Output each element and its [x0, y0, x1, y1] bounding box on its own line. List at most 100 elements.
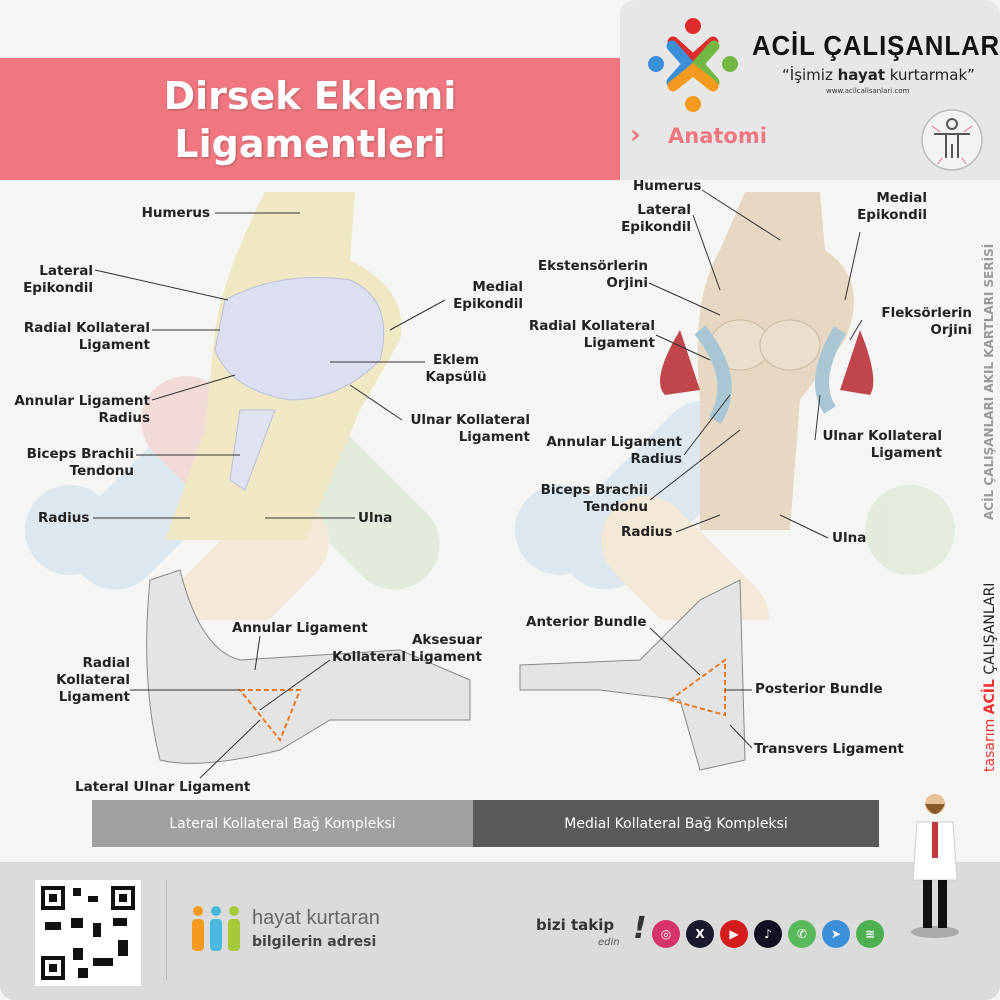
label-ulna: Ulna: [358, 510, 393, 526]
label-humerus-r: Humerus: [633, 178, 702, 194]
label-line: Kapsülü: [425, 369, 487, 385]
follow-mark: !: [633, 911, 647, 946]
instagram-icon[interactable]: ◎: [652, 920, 680, 948]
x-icon[interactable]: X: [686, 920, 714, 948]
anterior-elbow-left: [165, 192, 402, 540]
label-line: Radial Kollateral: [528, 318, 655, 334]
label-line: Kollateral: [56, 672, 130, 688]
tiktok-icon[interactable]: ♪: [754, 920, 782, 948]
slogan-line-2: bilgilerin adresi: [252, 934, 377, 950]
label-line: Medial: [472, 279, 523, 295]
lateral-view-elbow: [146, 569, 471, 764]
follow-text: bizi takip: [536, 916, 615, 934]
brand-url[interactable]: www.acilcalisanlari.com: [826, 87, 910, 95]
motto-pre: “İşimiz: [782, 66, 838, 84]
label-line: Lateral: [637, 202, 691, 218]
whatsapp-icon[interactable]: ✆: [788, 920, 816, 948]
medial-view-elbow: [519, 579, 746, 771]
label-line: Eklem: [432, 352, 480, 368]
label-line: Ulnar Kollateral: [410, 412, 530, 428]
label-radius-r: Radius: [621, 524, 673, 540]
anterior-elbow-right: [660, 192, 874, 530]
label-transvers-ligament: Transvers Ligament: [754, 741, 904, 757]
label-line: Epikondil: [621, 219, 691, 235]
brand-logo-icon: [648, 18, 738, 112]
chevron-right-icon: ›: [630, 120, 641, 150]
label-line: Ligament: [458, 429, 530, 445]
body-anatomy-icon: [921, 109, 983, 171]
label-line: Kollateral Ligament: [332, 649, 482, 665]
label-posterior-bundle: Posterior Bundle: [755, 681, 883, 697]
label-radius: Radius: [38, 510, 90, 526]
label-line: Tendonu: [583, 499, 648, 515]
label-line: Orjini: [930, 322, 972, 338]
label-line: Fleksörlerin: [881, 305, 972, 321]
label-line: Biceps Brachii: [26, 446, 134, 462]
brand-name: ACİL ÇALIŞANLARI: [752, 30, 1000, 61]
label-line: Aksesuar: [411, 632, 482, 648]
label-line: Ligament: [583, 335, 655, 351]
label-annular-ligament: Annular Ligament: [232, 620, 368, 636]
label-line: Radius: [630, 451, 682, 467]
medial-complex-bar: Medial Kollateral Bağ Kompleksi: [473, 800, 879, 847]
follow-text-2: edin: [598, 937, 620, 948]
label-line: Epikondil: [23, 280, 93, 296]
brand-motto: “İşimiz hayat kurtarmak”: [782, 66, 975, 84]
label-line: Biceps Brachii: [540, 482, 648, 498]
anatomy-illustrations: [93, 189, 874, 779]
title-line-2: Ligamentleri: [174, 122, 446, 166]
label-ulna-r: Ulna: [832, 530, 867, 546]
label-line: Annular Ligament: [14, 393, 150, 409]
lateral-complex-bar: Lateral Kollateral Bağ Kompleksi: [92, 800, 473, 847]
footer-divider: [166, 880, 167, 980]
youtube-icon[interactable]: ▶: [720, 920, 748, 948]
label-anterior-bundle: Anterior Bundle: [526, 614, 647, 630]
leader-lines: [93, 189, 863, 779]
label-line: Radius: [98, 410, 150, 426]
label-line: Epikondil: [857, 207, 927, 223]
label-line: Radial: [82, 655, 130, 671]
label-humerus: Humerus: [141, 205, 210, 221]
footer: [0, 862, 1000, 1000]
title-band: [0, 58, 620, 180]
design-brand-2: ÇALIŞANLARI: [982, 582, 998, 675]
design-credit: tasarım ACİL ÇALIŞANLARI: [982, 583, 998, 772]
label-line: Ulnar Kollateral: [822, 428, 942, 444]
label-line: Ligament: [58, 689, 130, 705]
motto-post: kurtarmak”: [885, 66, 975, 84]
motto-bold: hayat: [837, 66, 886, 84]
label-line: Ekstensörlerin: [537, 258, 648, 274]
label-line: Epikondil: [453, 296, 523, 312]
label-line: Radial Kollateral: [23, 320, 150, 336]
series-label: ACİL ÇALIŞANLARI AKIL KARTLARI SERİSİ: [982, 243, 996, 520]
people-logo-icon: [192, 906, 240, 951]
label-line: Lateral: [39, 263, 93, 279]
qr-code[interactable]: [33, 878, 143, 988]
label-line: Medial: [876, 190, 927, 206]
design-brand-1: ACİL: [982, 679, 998, 715]
spotify-icon[interactable]: ≋: [856, 920, 884, 948]
label-line: Orjini: [606, 275, 648, 291]
title-line-1: Dirsek Eklemi: [163, 74, 457, 118]
telegram-icon[interactable]: ➤: [822, 920, 850, 948]
slogan-line-1: hayat kurtaran: [252, 907, 380, 929]
label-line: Annular Ligament: [546, 434, 682, 450]
